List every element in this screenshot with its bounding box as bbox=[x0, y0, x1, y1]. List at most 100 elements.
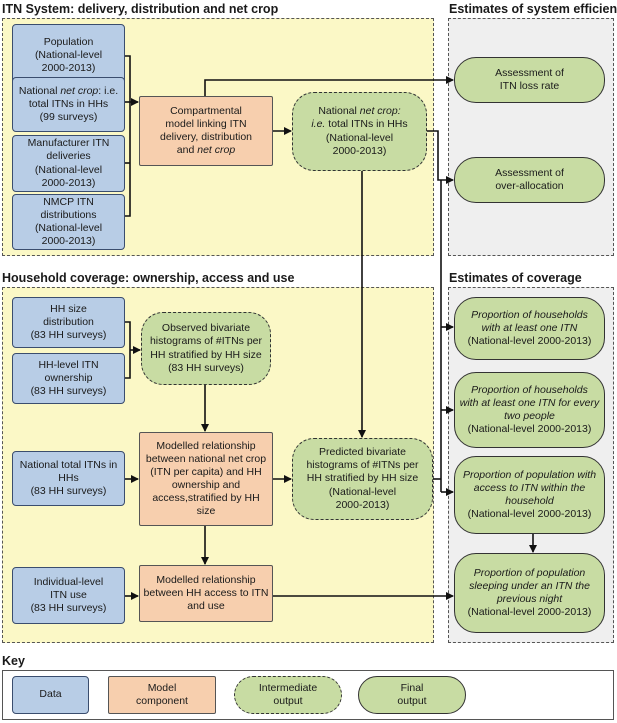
individual-use-line-2: ITN use bbox=[50, 588, 87, 601]
access-line-1: Proportion of population with bbox=[462, 468, 597, 481]
modelled-use-box: Modelled relationship between HH access … bbox=[139, 565, 273, 622]
one-itn-line-1: Proportion of households bbox=[471, 308, 588, 321]
every-two-line-3: two people bbox=[504, 410, 555, 422]
national-total-line-2: HHs bbox=[58, 471, 79, 484]
modelled-line-5: access,stratified by HH size bbox=[152, 492, 260, 518]
predicted-line-5: 2000-2013) bbox=[335, 498, 390, 511]
hh-ownership-line-2: ownership bbox=[44, 371, 93, 384]
hh-size-line-1: HH size bbox=[50, 302, 87, 315]
net-crop-input-d: total ITNs in HHs bbox=[28, 97, 109, 110]
net-crop-output-c: i.e. bbox=[311, 118, 326, 131]
itn-loss-rate-box: Assessment of ITN loss rate bbox=[454, 57, 605, 103]
modelled-line-2: between national net crop bbox=[145, 452, 267, 465]
predicted-line-4: (National-level bbox=[328, 485, 397, 498]
net-crop-input-b: net crop bbox=[60, 84, 99, 97]
population-line-2: (National-level bbox=[34, 48, 103, 61]
households-every-two-box: Proportion of households with at least o… bbox=[454, 372, 605, 448]
sleeping-sub: (National-level 2000-2013) bbox=[467, 606, 592, 619]
observed-line-4: (83 HH surveys) bbox=[168, 361, 244, 374]
compartmental-model-box: Compartmental model linking ITN delivery… bbox=[139, 96, 273, 166]
population-line-3: 2000-2013) bbox=[41, 62, 96, 75]
net-crop-input-c: : i.e. bbox=[98, 84, 119, 97]
national-total-data-box: National total ITNs in HHs (83 HH survey… bbox=[12, 451, 125, 506]
modelled-use-line-2: between HH access to ITN bbox=[143, 586, 269, 599]
observed-histograms-box: Observed bivariate histograms of #ITNs p… bbox=[141, 312, 271, 385]
loss-rate-line-1: Assessment of bbox=[495, 66, 564, 79]
modelled-line-4: ownership and bbox=[171, 479, 241, 491]
modelled-use-line-1: Modelled relationship bbox=[156, 573, 256, 586]
efficiency-title: Estimates of system efficiency bbox=[449, 2, 617, 16]
modelled-line-3: (ITN per capita) and HH bbox=[150, 465, 262, 478]
observed-line-2: histograms of #ITNs per bbox=[149, 335, 263, 348]
key-model-line-2: component bbox=[136, 695, 188, 707]
model-line-a: Compartmental bbox=[170, 104, 242, 117]
loss-rate-line-2: ITN loss rate bbox=[499, 80, 560, 92]
one-itn-sub: (National-level 2000-2013) bbox=[467, 335, 592, 348]
key-intermediate-line-1: Intermediate bbox=[258, 681, 318, 694]
net-crop-output-f: 2000-2013) bbox=[332, 144, 387, 157]
households-one-itn-box: Proportion of households with at least o… bbox=[454, 297, 605, 360]
one-itn-line-2: with at least one ITN bbox=[481, 321, 578, 334]
household-title: Household coverage: ownership, access an… bbox=[2, 271, 295, 285]
over-allocation-line-2: over-allocation bbox=[495, 180, 564, 192]
predicted-line-1: Predicted bivariate bbox=[319, 446, 406, 459]
access-line-2: access to ITN within the bbox=[473, 481, 586, 494]
hh-size-line-3: (83 HH surveys) bbox=[30, 329, 107, 342]
key-data-label: Data bbox=[39, 688, 62, 701]
individual-use-line-1: Individual-level bbox=[33, 575, 104, 588]
population-sleeping-box: Proportion of population sleeping under … bbox=[454, 553, 605, 633]
population-data-box: Population (National-level 2000-2013) bbox=[12, 24, 125, 87]
hh-ownership-data-box: HH-level ITN ownership (83 HH surveys) bbox=[12, 353, 125, 404]
manufacturer-line-1: Manufacturer ITN bbox=[27, 137, 110, 150]
manufacturer-data-box: Manufacturer ITN deliveries (National-le… bbox=[12, 135, 125, 192]
national-total-line-3: (83 HH surveys) bbox=[30, 485, 107, 498]
nmcp-line-3: (National-level bbox=[34, 222, 103, 234]
net-crop-input-box: National net crop: i.e. total ITNs in HH… bbox=[12, 77, 125, 132]
access-line-3: household bbox=[505, 495, 554, 507]
nmcp-line-2: distributions bbox=[40, 208, 97, 221]
key-model-box: Model component bbox=[108, 676, 216, 714]
key-intermediate-box: Intermediate output bbox=[234, 676, 342, 714]
sleeping-line-2: sleeping under an ITN the bbox=[469, 579, 590, 592]
national-net-crop-output-box: National net crop: i.e. total ITNs in HH… bbox=[292, 92, 427, 171]
manufacturer-line-3: (National-level bbox=[34, 163, 103, 176]
model-line-d: and bbox=[176, 144, 198, 157]
net-crop-input-a: National bbox=[18, 84, 61, 97]
model-line-c: delivery, distribution bbox=[159, 131, 252, 143]
every-two-line-2: with at least one ITN for every bbox=[459, 396, 600, 409]
key-model-line-1: Model bbox=[147, 681, 177, 694]
predicted-line-2: histograms of #ITNs per bbox=[306, 459, 419, 472]
net-crop-output-d: total ITNs in HHs bbox=[325, 118, 408, 131]
hh-ownership-line-1: HH-level ITN bbox=[38, 358, 99, 371]
model-line-e: net crop bbox=[197, 144, 236, 157]
access-sub: (National-level 2000-2013) bbox=[467, 508, 592, 521]
sleeping-line-1: Proportion of population bbox=[473, 566, 586, 579]
observed-line-1: Observed bivariate bbox=[161, 322, 251, 335]
every-two-sub: (National-level 2000-2013) bbox=[467, 423, 592, 436]
key-title: Key bbox=[2, 654, 25, 668]
over-allocation-box: Assessment of over-allocation bbox=[454, 157, 605, 203]
net-crop-output-e: (National-level bbox=[325, 131, 394, 144]
manufacturer-line-2: deliveries bbox=[46, 150, 91, 163]
population-line-1: Population bbox=[43, 35, 94, 48]
key-data-box: Data bbox=[12, 676, 89, 714]
key-final-box: Final output bbox=[358, 676, 466, 714]
individual-use-data-box: Individual-level ITN use (83 HH surveys) bbox=[12, 567, 125, 624]
hh-size-line-2: distribution bbox=[43, 315, 94, 328]
modelled-relationship-box: Modelled relationship between national n… bbox=[139, 432, 273, 526]
nmcp-line-1: NMCP ITN bbox=[43, 195, 94, 208]
nmcp-line-4: 2000-2013) bbox=[41, 235, 96, 248]
key-intermediate-line-2: output bbox=[273, 695, 303, 707]
over-allocation-line-1: Assessment of bbox=[495, 166, 564, 179]
national-total-line-1: National total ITNs in bbox=[19, 458, 118, 471]
population-access-box: Proportion of population with access to … bbox=[454, 456, 605, 534]
observed-line-3: HH stratified by HH size bbox=[150, 348, 262, 361]
individual-use-line-3: (83 HH surveys) bbox=[30, 602, 107, 615]
modelled-use-line-3: and use bbox=[187, 600, 225, 613]
hh-ownership-line-3: (83 HH surveys) bbox=[30, 385, 107, 398]
key-final-line-1: Final bbox=[400, 681, 424, 694]
net-crop-input-e: (99 surveys) bbox=[39, 111, 98, 124]
key-final-line-2: output bbox=[397, 695, 427, 707]
nmcp-data-box: NMCP ITN distributions (National-level 2… bbox=[12, 194, 125, 250]
